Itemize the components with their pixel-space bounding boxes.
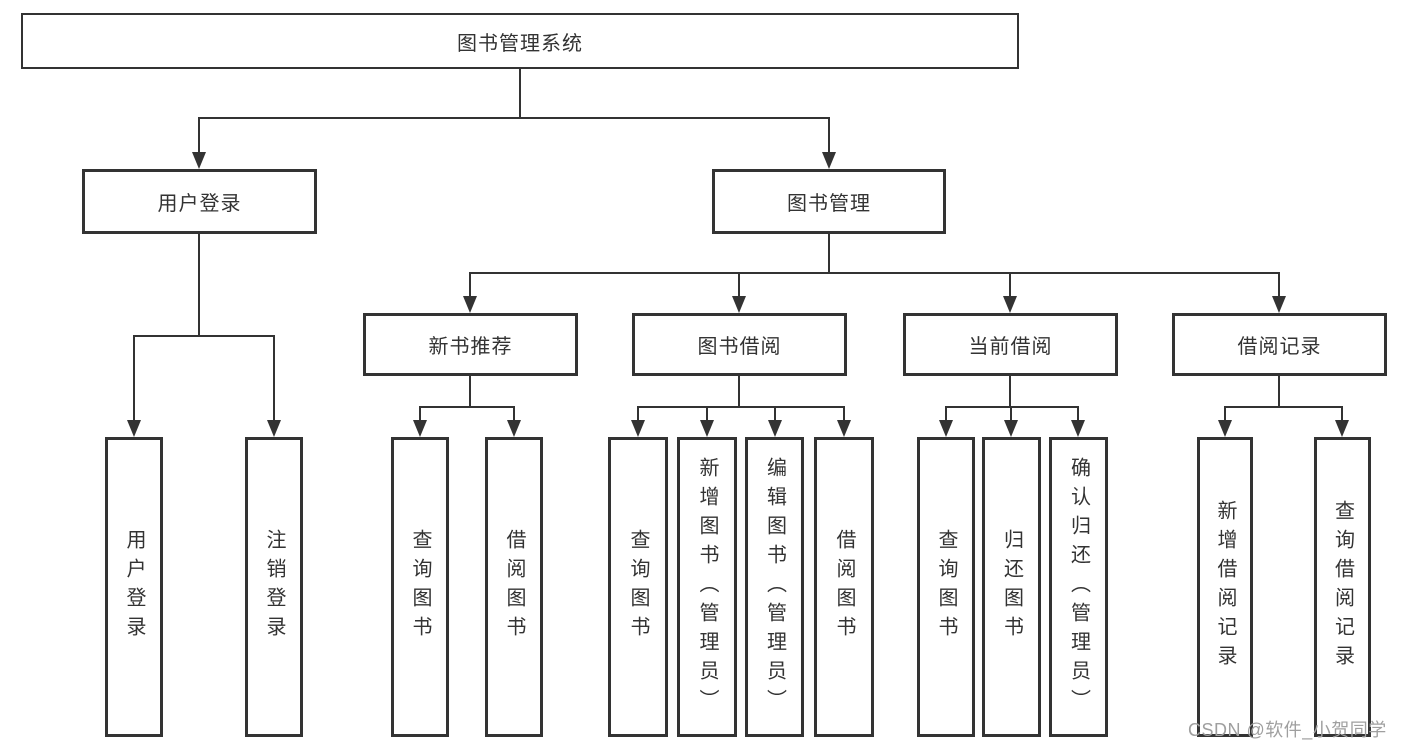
leaf-records-query-record: 查询借阅记录 [1314,437,1371,737]
leaf-label: 查询借阅记录 [1331,500,1354,674]
node-current-borrowing: 当前借阅 [903,313,1118,376]
node-book-management: 图书管理 [712,169,946,234]
leaf-current-confirm-return-admin: 确认归还（管理员） [1049,437,1108,737]
connector-drop [513,406,515,422]
leaf-current-return-books: 归还图书 [982,437,1041,737]
connector-drop [1278,272,1280,297]
leaf-label: 新增图书（管理员） [696,456,718,718]
connector-drop [1341,406,1343,422]
arrowhead [267,420,281,437]
leaf-label: 查询图书 [409,529,431,645]
node-label: 借阅记录 [1237,336,1322,358]
arrowhead [192,152,206,169]
leaf-borrowing-query-books: 查询图书 [608,437,668,737]
leaf-label: 借阅图书 [503,529,525,645]
connector-drop [637,406,639,422]
leaf-label: 用户登录 [123,529,145,645]
connector-login-stem [198,234,200,337]
node-book-management-system: 图书管理系统 [21,13,1019,69]
connector-recommend-bus [419,406,515,408]
connector-book-mgmt-drop [828,117,830,153]
node-label: 图书管理 [787,193,871,215]
connector-user-login-drop [198,117,200,153]
arrowhead [631,420,645,437]
arrowhead [413,420,427,437]
arrowhead [463,296,477,313]
arrowhead [507,420,521,437]
connector-records-bus [1224,406,1343,408]
leaf-recommend-borrow-books: 借阅图书 [485,437,543,737]
leaf-label: 确认归还（管理员） [1067,456,1090,718]
node-label: 图书借阅 [697,336,782,358]
connector-drop [1224,406,1226,422]
csdn-watermark: CSDN @软件_小贺同学 [1188,720,1387,740]
leaf-label: 新增借阅记录 [1214,500,1236,674]
leaf-user-login: 用户登录 [105,437,163,737]
connector-drop [706,406,708,422]
node-new-book-recommend: 新书推荐 [363,313,578,376]
node-borrowing-records: 借阅记录 [1172,313,1387,376]
arrowhead [1003,296,1017,313]
leaf-recommend-query-books: 查询图书 [391,437,449,737]
connector-borrowing-stem [738,376,740,408]
arrowhead [837,420,851,437]
leaf-borrowing-borrow-books: 借阅图书 [814,437,874,737]
connector-drop [469,272,471,297]
node-label: 图书管理系统 [457,32,583,55]
leaf-current-query-books: 查询图书 [917,437,975,737]
leaf-label: 查询图书 [935,529,957,645]
node-label: 当前借阅 [968,336,1053,358]
node-user-login: 用户登录 [82,169,317,234]
node-label: 新书推荐 [428,336,513,358]
connector-drop [945,406,947,422]
leaf-label: 编辑图书（管理员） [763,456,786,718]
connector-drop [774,406,776,422]
connector-recommend-stem [469,376,471,408]
connector-current-bus [945,406,1079,408]
connector-borrowing-bus [637,406,845,408]
arrowhead [939,420,953,437]
node-book-borrowing: 图书借阅 [632,313,847,376]
leaf-records-add-record: 新增借阅记录 [1197,437,1253,737]
connector-drop [273,335,275,421]
connector-drop [419,406,421,422]
node-label: 用户登录 [157,193,242,215]
connector-drop [843,406,845,422]
connector-drop [738,272,740,297]
leaf-label: 查询图书 [627,529,649,645]
connector-current-stem [1009,376,1011,408]
connector-root-stem [519,69,521,118]
arrowhead [1004,420,1018,437]
arrowhead [732,296,746,313]
leaf-label: 注销登录 [263,529,285,645]
arrowhead [1218,420,1232,437]
leaf-label: 借阅图书 [833,529,855,645]
connector-mgmt-stem [828,234,830,274]
connector-drop [133,335,135,421]
connector-mgmt-bus [470,272,1280,274]
connector-records-stem [1278,376,1280,408]
arrowhead [768,420,782,437]
leaf-logout: 注销登录 [245,437,303,737]
leaf-label: 归还图书 [1000,529,1023,645]
leaf-borrowing-edit-books-admin: 编辑图书（管理员） [745,437,804,737]
arrowhead [127,420,141,437]
connector-login-bus [133,335,275,337]
arrowhead [1335,420,1349,437]
connector-root-bus [199,117,830,119]
arrowhead [700,420,714,437]
arrowhead [1071,420,1085,437]
leaf-borrowing-add-books-admin: 新增图书（管理员） [677,437,737,737]
arrowhead [822,152,836,169]
connector-drop [1077,406,1079,422]
connector-drop [1009,272,1011,297]
arrowhead [1272,296,1286,313]
connector-drop [1010,406,1012,422]
